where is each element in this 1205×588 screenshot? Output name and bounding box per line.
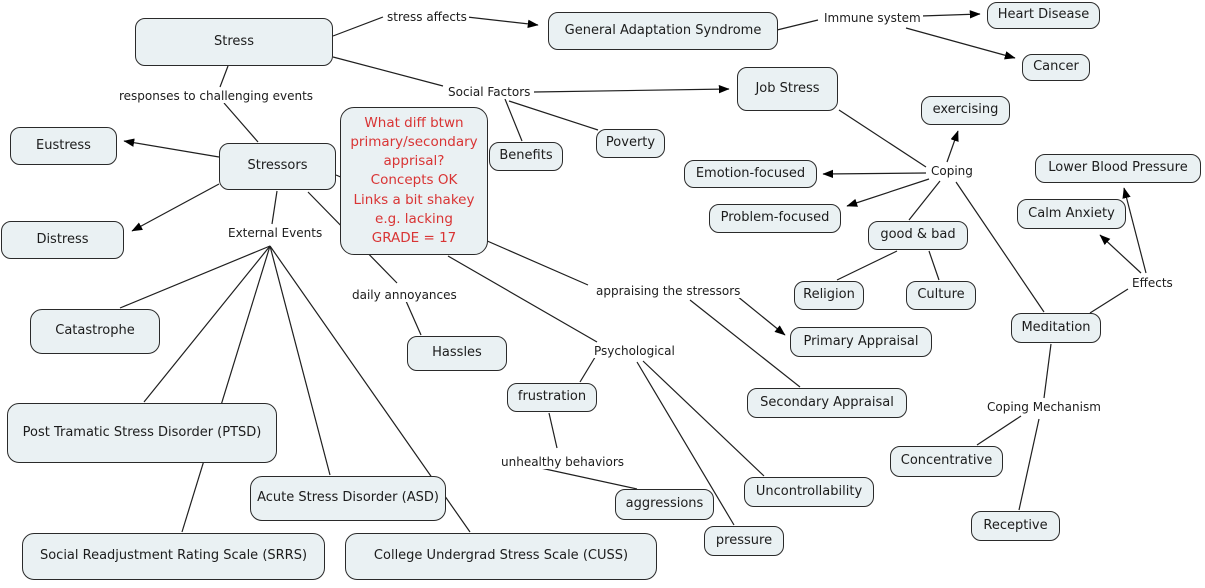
- link-label-appraising[interactable]: appraising the stressors: [594, 284, 743, 298]
- edge-line: [636, 361, 735, 526]
- link-label-effects[interactable]: Effects: [1130, 276, 1175, 290]
- edge-line: [1043, 343, 1052, 399]
- edge-line: [946, 130, 959, 163]
- link-label-social-factors[interactable]: Social Factors: [446, 85, 533, 99]
- edge-line: [131, 183, 220, 232]
- node-exercising[interactable]: exercising: [921, 96, 1010, 125]
- node-cancer[interactable]: Cancer: [1022, 54, 1090, 81]
- edge-line: [223, 102, 259, 143]
- edge-line: [689, 299, 801, 388]
- node-good-and-bad[interactable]: good & bad: [868, 221, 968, 250]
- link-label-unhealthy-behaviors[interactable]: unhealthy behaviors: [499, 455, 627, 469]
- link-label-stress-affects[interactable]: stress affects: [385, 10, 469, 24]
- node-primary-appraisal[interactable]: Primary Appraisal: [790, 327, 932, 357]
- node-culture[interactable]: Culture: [906, 281, 976, 310]
- edge-line: [123, 138, 220, 158]
- link-label-psychological[interactable]: Psychological: [592, 344, 677, 358]
- node-heart-disease[interactable]: Heart Disease: [987, 2, 1100, 29]
- link-label-external-events[interactable]: External Events: [226, 226, 325, 240]
- node-hassles[interactable]: Hassles: [407, 336, 507, 371]
- node-religion[interactable]: Religion: [794, 281, 864, 310]
- node-concentrative[interactable]: Concentrative: [890, 446, 1003, 477]
- node-emotion-focused[interactable]: Emotion-focused: [684, 160, 817, 188]
- edge-line: [642, 360, 765, 477]
- edge-line: [955, 181, 1045, 313]
- edge-line: [928, 250, 940, 281]
- node-catastrophe[interactable]: Catastrophe: [30, 309, 160, 354]
- link-label-coping-mechanism[interactable]: Coping Mechanism: [985, 400, 1103, 414]
- link-label-coping[interactable]: Coping: [929, 164, 975, 178]
- edge-line: [181, 245, 271, 533]
- node-aggressions[interactable]: aggressions: [615, 489, 714, 520]
- edge-line: [405, 300, 422, 336]
- link-label-responses[interactable]: responses to challenging events: [117, 89, 316, 103]
- edge-line: [838, 109, 927, 168]
- edge-line: [846, 178, 930, 207]
- node-receptive[interactable]: Receptive: [971, 511, 1060, 541]
- node-srrs[interactable]: Social Readjustment Rating Scale (SRRS): [22, 533, 325, 580]
- edge-line: [976, 415, 1022, 446]
- edge-line: [447, 255, 598, 343]
- edge-line: [548, 412, 558, 449]
- edge-line: [219, 65, 229, 88]
- edge-line: [271, 190, 278, 225]
- edge-line: [535, 466, 638, 490]
- node-eustress[interactable]: Eustress: [10, 127, 117, 165]
- edge-line: [1099, 234, 1142, 274]
- node-job-stress[interactable]: Job Stress: [737, 67, 838, 111]
- edge-line: [1089, 288, 1129, 314]
- node-stressors[interactable]: Stressors: [219, 143, 336, 190]
- edge-line: [822, 169, 927, 179]
- node-asd[interactable]: Acute Stress Disorder (ASD): [250, 476, 446, 521]
- edge-line: [1018, 418, 1040, 511]
- edge-line: [143, 245, 271, 403]
- node-ptsd[interactable]: Post Tramatic Stress Disorder (PTSD): [7, 403, 277, 463]
- edge-line: [504, 98, 523, 142]
- node-calm-anxiety[interactable]: Calm Anxiety: [1017, 199, 1126, 229]
- edge-line: [332, 56, 444, 87]
- edge-line: [1122, 187, 1147, 274]
- grader-annotation-note[interactable]: What diff btwn primary/secondary apprisa…: [340, 107, 488, 255]
- node-frustration[interactable]: frustration: [507, 383, 597, 412]
- edge-line: [508, 100, 599, 131]
- link-label-immune-system[interactable]: Immune system: [822, 11, 923, 25]
- edge-line: [908, 180, 941, 221]
- edge-line: [736, 295, 786, 336]
- edge-line: [579, 353, 598, 383]
- node-problem-focused[interactable]: Problem-focused: [709, 204, 841, 233]
- node-distress[interactable]: Distress: [1, 221, 124, 259]
- edge-line: [905, 27, 1016, 60]
- node-secondary-appraisal[interactable]: Secondary Appraisal: [747, 388, 907, 418]
- edge-line: [269, 245, 331, 476]
- node-lower-blood-pressure[interactable]: Lower Blood Pressure: [1035, 154, 1201, 183]
- edge-line: [466, 16, 539, 29]
- edge-line: [332, 16, 384, 37]
- node-pressure[interactable]: pressure: [704, 526, 784, 556]
- node-poverty[interactable]: Poverty: [596, 129, 665, 158]
- edge-line: [920, 10, 981, 19]
- node-benefits[interactable]: Benefits: [489, 142, 563, 171]
- node-cuss[interactable]: College Undergrad Stress Scale (CUSS): [345, 533, 657, 580]
- node-uncontrollability[interactable]: Uncontrollability: [744, 477, 874, 507]
- edge-line: [533, 84, 730, 94]
- edge-line: [119, 245, 271, 309]
- node-meditation[interactable]: Meditation: [1011, 313, 1101, 343]
- edge-line: [836, 250, 898, 281]
- edge-line: [776, 19, 819, 31]
- node-general-adaptation-syndrome[interactable]: General Adaptation Syndrome: [548, 12, 778, 50]
- node-stress[interactable]: Stress: [135, 18, 333, 66]
- link-label-daily-annoyances[interactable]: daily annoyances: [350, 288, 459, 302]
